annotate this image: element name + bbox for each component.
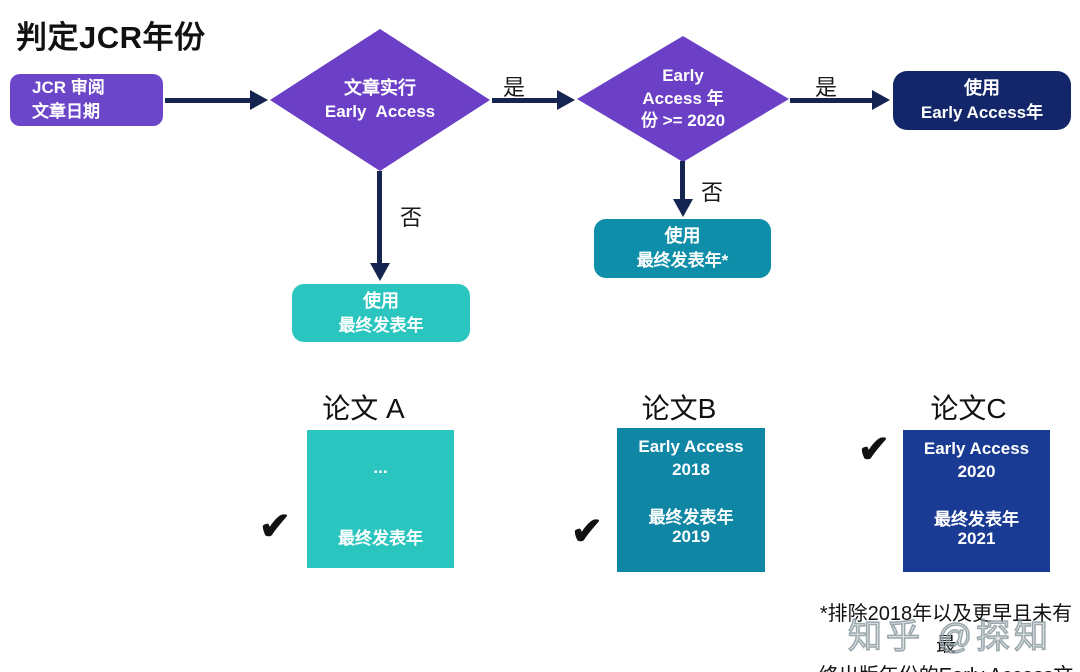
paper-a-line1: ...: [373, 458, 388, 477]
paper-b-line2: 2018: [672, 460, 710, 479]
paper-b-title: 论文B: [641, 393, 717, 424]
start-box-line1: JCR 审阅: [32, 78, 105, 98]
paper-c-box: Early Access 2020 最终发表年 2021: [903, 430, 1050, 572]
arrow-line-decision2-down: [680, 161, 685, 199]
edge-label-no-1: 否: [400, 205, 423, 230]
result-teal2-line2: 最终发表年*: [636, 251, 729, 271]
arrowhead-right-icon: [250, 90, 268, 110]
decision2-line1: Early: [662, 65, 704, 85]
paper-a-box: ... 最终发表年: [307, 430, 454, 568]
arrowhead-down-icon: [370, 263, 390, 281]
paper-a-line2: 最终发表年: [338, 529, 423, 548]
result-teal1-line2: 最终发表年: [338, 315, 424, 335]
result-box-use-final-year-1: 使用 最终发表年: [292, 284, 470, 342]
paper-b-line3: 最终发表年: [648, 508, 734, 527]
result-box-use-final-year-2: 使用 最终发表年*: [594, 219, 771, 278]
decision1-line2: Early Access: [324, 101, 436, 121]
arrow-line-decision1-to-decision2: [492, 98, 557, 103]
paper-c-line2: 2020: [957, 462, 996, 481]
decision1-line1: 文章实行: [344, 78, 416, 99]
result-teal2-line1: 使用: [664, 226, 701, 246]
paper-c-title: 论文C: [930, 393, 1007, 424]
arrowhead-right-icon: [872, 90, 890, 110]
edge-label-yes-1: 是: [503, 75, 526, 100]
arrow-line-start-to-decision1: [165, 98, 250, 103]
footnote-line2: 终出版年份的Early Access文章: [812, 661, 1080, 672]
edge-label-no-2: 否: [701, 180, 724, 205]
arrowhead-down-icon: [673, 199, 693, 217]
arrowhead-right-icon: [557, 90, 575, 110]
check-icon: ✔: [858, 429, 890, 471]
start-box-jcr-review: JCR 审阅 文章日期: [10, 74, 163, 126]
paper-b-line4: 2019: [672, 527, 710, 546]
footnote: *排除2018年以及更早且未有最 终出版年份的Early Access文章: [812, 599, 1080, 672]
watermark-zhihu: 知乎 @探知: [847, 617, 1052, 657]
decision-article-early-access: 文章实行 Early Access: [270, 29, 490, 171]
arrow-line-decision2-to-result: [790, 98, 872, 103]
start-box-line2: 文章日期: [32, 102, 100, 121]
paper-c-line3: 最终发表年: [934, 510, 1019, 529]
check-icon: ✔: [571, 511, 603, 553]
arrow-line-decision1-down: [377, 171, 382, 263]
paper-b-line1: Early Access: [638, 437, 744, 456]
decision-early-access-year: Early Access 年 份 >= 2020: [577, 36, 789, 162]
result-navy-line1: 使用: [964, 78, 1000, 98]
decision2-line2: Access 年: [642, 88, 724, 108]
result-teal1-line1: 使用: [363, 290, 399, 311]
result-navy-line2: Early Access年: [920, 103, 1044, 123]
paper-c-line1: Early Access: [923, 439, 1030, 458]
edge-label-yes-2: 是: [815, 75, 838, 100]
check-icon: ✔: [259, 506, 291, 548]
footnote-line1: *排除2018年以及更早且未有最: [819, 603, 1073, 656]
paper-c-line4: 2021: [957, 529, 996, 548]
result-box-use-early-access-year: 使用 Early Access年: [893, 71, 1071, 130]
page-title: 判定JCR年份: [16, 20, 206, 55]
decision2-line3: 份 >= 2020: [640, 111, 726, 131]
paper-a-title: 论文 A: [322, 393, 405, 424]
paper-b-box: Early Access 2018 最终发表年 2019: [617, 428, 765, 572]
